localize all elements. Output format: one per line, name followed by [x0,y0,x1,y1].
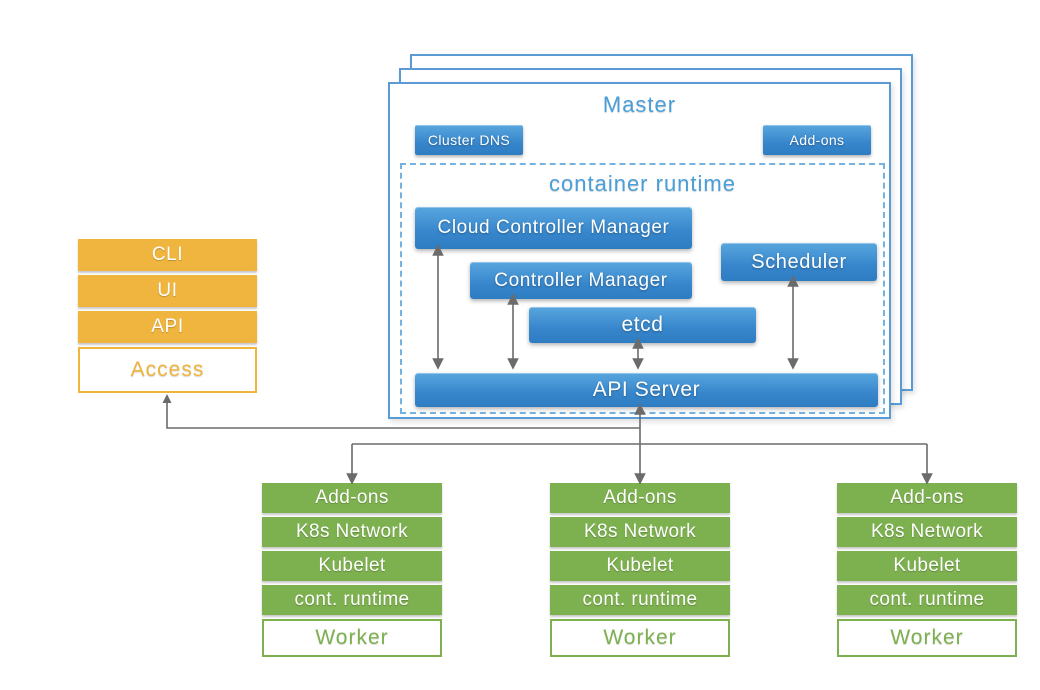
access-label-box: Access [78,347,257,393]
worker-row-kubelet: Kubelet [837,551,1017,581]
worker-row-addons: Add-ons [550,483,730,513]
api-server-box: API Server [415,373,878,407]
worker-node-2: Add-ons K8s Network Kubelet cont. runtim… [550,483,730,657]
access-item-api: API [78,311,257,343]
controller-manager-box: Controller Manager [470,262,692,299]
master-addons-box: Add-ons [763,125,871,155]
access-item-ui: UI [78,275,257,307]
container-runtime-box: container runtime Cloud Controller Manag… [400,163,885,414]
worker-row-cont-runtime: cont. runtime [837,585,1017,615]
worker-row-cont-runtime: cont. runtime [550,585,730,615]
cluster-dns-box: Cluster DNS [415,125,523,155]
worker-row-addons: Add-ons [262,483,442,513]
etcd-box: etcd [529,307,756,343]
worker-label-box: Worker [550,619,730,657]
worker-row-kubelet: Kubelet [550,551,730,581]
master-box: Master Cluster DNS Add-ons container run… [388,82,891,419]
worker-node-1: Add-ons K8s Network Kubelet cont. runtim… [262,483,442,657]
access-item-cli: CLI [78,239,257,271]
worker-row-k8s-network: K8s Network [837,517,1017,547]
worker-row-k8s-network: K8s Network [262,517,442,547]
worker-row-addons: Add-ons [837,483,1017,513]
scheduler-box: Scheduler [721,243,877,281]
container-runtime-title: container runtime [549,171,736,196]
worker-row-cont-runtime: cont. runtime [262,585,442,615]
master-title: Master [602,92,677,117]
worker-row-kubelet: Kubelet [262,551,442,581]
worker-node-3: Add-ons K8s Network Kubelet cont. runtim… [837,483,1017,657]
cloud-controller-manager-box: Cloud Controller Manager [415,207,692,249]
worker-row-k8s-network: K8s Network [550,517,730,547]
arrow-apiserver-workers [346,443,933,485]
worker-label-box: Worker [837,619,1017,657]
worker-label-box: Worker [262,619,442,657]
